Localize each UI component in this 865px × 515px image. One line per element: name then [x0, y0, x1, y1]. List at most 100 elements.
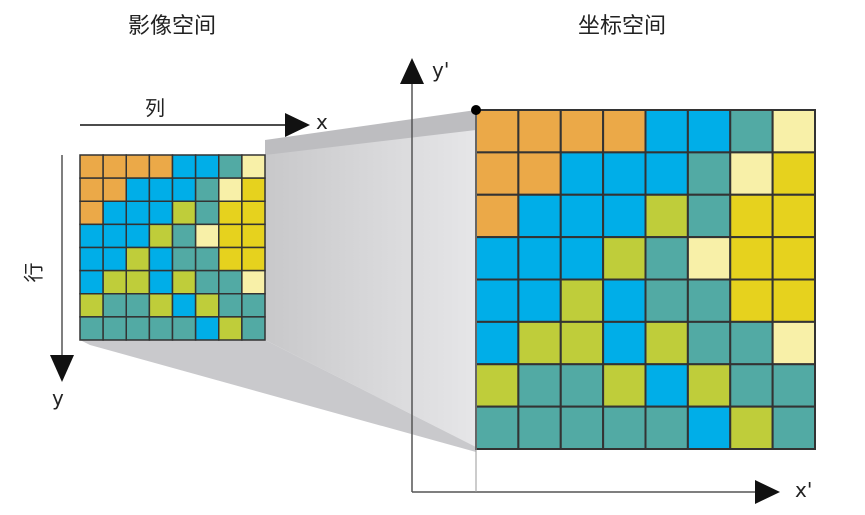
grid-cell [194, 246, 220, 272]
grid-cell [171, 293, 197, 318]
grid-cell [475, 236, 520, 281]
grid-cell [475, 109, 520, 154]
grid-cell [644, 151, 689, 196]
y-prime-arrow-icon [400, 58, 424, 84]
projection-shadow-top [265, 110, 476, 155]
grid-cell [686, 363, 732, 408]
grid-cell [559, 193, 605, 239]
coordinate-space-title: 坐标空间 [578, 14, 667, 39]
grid-cell [148, 200, 174, 226]
grid-cell [602, 193, 647, 239]
grid-cell [218, 177, 243, 202]
grid-cell [102, 316, 127, 341]
grid-cell [686, 320, 732, 366]
grid-cell [602, 236, 647, 281]
grid-cell [194, 269, 220, 295]
grid-cell [171, 223, 197, 249]
grid-cell [517, 278, 562, 323]
grid-cell [475, 405, 520, 450]
grid-cell [644, 236, 689, 281]
grid-cell [644, 109, 689, 154]
grid-cell [559, 363, 605, 408]
grid-cell [79, 293, 104, 318]
grid-cell [517, 193, 562, 239]
grid-cell [475, 320, 520, 366]
grid-cell [771, 109, 816, 154]
grid-cell [218, 154, 243, 179]
grid-cell [79, 316, 104, 341]
grid-cell [686, 278, 732, 323]
grid-cell [171, 154, 197, 179]
projection-shadow [265, 110, 476, 447]
grid-cell [644, 320, 689, 366]
grid-cell [517, 236, 562, 281]
grid-cell [79, 246, 104, 272]
grid-cell [102, 246, 127, 272]
grid-cell [241, 177, 266, 202]
grid-cell [194, 154, 220, 179]
grid-cell [475, 151, 520, 196]
grid-cell [241, 154, 266, 179]
grid-cell [241, 200, 266, 226]
grid-cell [125, 200, 151, 226]
grid-cell [602, 278, 647, 323]
grid-cell [517, 320, 562, 366]
grid-cell [729, 320, 774, 366]
grid-cell [79, 269, 104, 295]
grid-cell [602, 320, 647, 366]
row-arrow-icon [50, 355, 74, 382]
grid-cell [686, 236, 732, 281]
grid-cell [194, 316, 220, 341]
grid-cell [148, 246, 174, 272]
grid-cell [729, 193, 774, 239]
column-label: 列 [145, 96, 165, 120]
grid-cell [559, 151, 605, 196]
grid-cell [218, 223, 243, 249]
x-prime-arrow-icon [755, 480, 780, 504]
grid-cell [125, 177, 151, 202]
grid-cell [79, 154, 104, 179]
grid-cell [475, 278, 520, 323]
grid-cell [644, 405, 689, 450]
grid-cell [686, 193, 732, 239]
grid-cell [729, 236, 774, 281]
origin-point [471, 105, 481, 115]
grid-cell [517, 405, 562, 450]
grid-cell [194, 177, 220, 202]
grid-cell [771, 320, 816, 366]
grid-cell [771, 405, 816, 450]
grid-cell [475, 193, 520, 239]
grid-cell [729, 363, 774, 408]
grid-cell [125, 246, 151, 272]
grid-cell [771, 151, 816, 196]
grid-cell [686, 151, 732, 196]
y-axis-label: y [52, 386, 64, 410]
grid-cell [559, 109, 605, 154]
grid-cell [517, 151, 562, 196]
grid-cell [729, 278, 774, 323]
grid-cell [241, 293, 266, 318]
grid-cell [644, 363, 689, 408]
grid-cell [218, 293, 243, 318]
grid-cell [194, 200, 220, 226]
grid-cell [602, 109, 647, 154]
grid-cell [171, 246, 197, 272]
grid-cell [125, 223, 151, 249]
grid-cell [729, 151, 774, 196]
grid-cell [771, 278, 816, 323]
grid-cell [148, 293, 174, 318]
coordinate-space-grid [475, 109, 816, 450]
grid-cell [148, 223, 174, 249]
grid-cell [171, 177, 197, 202]
grid-cell [218, 316, 243, 341]
grid-cell [602, 363, 647, 408]
grid-cell [559, 320, 605, 366]
x-prime-label: x' [795, 478, 813, 502]
grid-cell [194, 293, 220, 318]
grid-cell [79, 223, 104, 249]
grid-cell [771, 193, 816, 239]
grid-cell [148, 316, 174, 341]
grid-cell [771, 363, 816, 408]
grid-cell [241, 223, 266, 249]
